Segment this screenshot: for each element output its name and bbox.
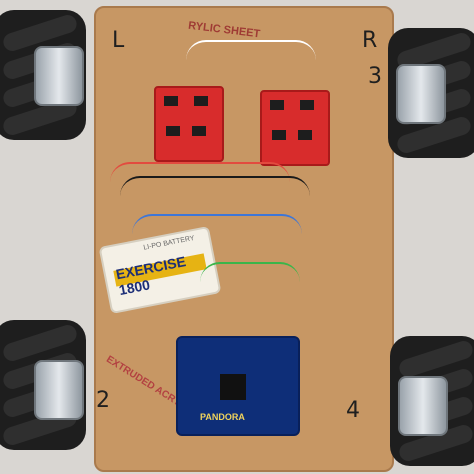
wire-bundle-4	[200, 262, 300, 344]
pandora-mcu-board: PANDORA	[176, 336, 300, 436]
wire-bundle-5	[186, 40, 316, 102]
front-right-wheel	[388, 28, 474, 158]
motor-driver-right	[260, 90, 330, 166]
mark-left-bottom-number: 2	[96, 388, 110, 413]
mark-right-top-number: 3	[368, 64, 382, 89]
motor-driver-left	[154, 86, 224, 162]
front-left-wheel	[0, 10, 86, 140]
mark-right-bottom-number: 4	[346, 398, 360, 423]
wire-bundle-1	[110, 162, 290, 224]
mark-left-top: L	[112, 28, 125, 53]
mcu-label: PANDORA	[200, 412, 245, 422]
rear-left-wheel	[0, 320, 86, 450]
mark-right-top: R	[362, 28, 378, 53]
wire-bundle-2	[120, 176, 310, 248]
top-sheet-text: RYLIC SHEET	[187, 19, 261, 41]
wire-bundle-3	[132, 214, 302, 280]
rear-right-wheel	[390, 336, 474, 466]
